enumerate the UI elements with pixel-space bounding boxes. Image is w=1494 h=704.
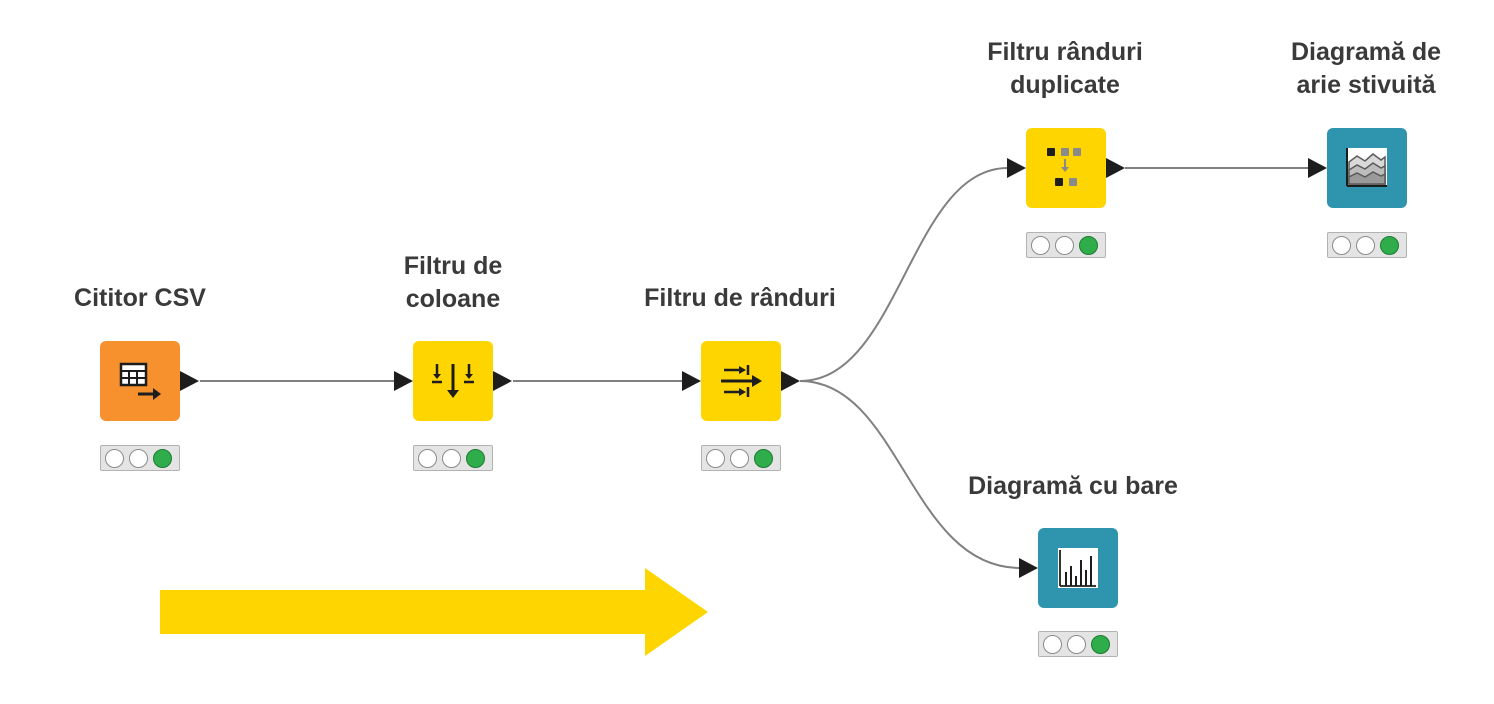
status-traffic-light [1026,232,1106,258]
node-csv-reader[interactable] [100,341,199,421]
connection-row-filter-to-duplicate-row-filter[interactable] [799,167,1009,382]
node-bar-chart[interactable] [1019,528,1118,608]
node-label-row-filter: Filtru de rânduri [644,284,836,312]
connection-row-filter-to-bar-chart[interactable] [799,380,1021,569]
status-dot-executed [1079,236,1098,255]
status-dot-executed [1091,635,1110,654]
status-traffic-light [413,445,493,471]
node-label-column-filter: Filtru de coloane [403,252,503,313]
status-dot-idle [1055,236,1074,255]
area-chart-icon [1346,148,1387,187]
status-dot-idle [706,449,725,468]
output-port[interactable] [781,371,800,391]
duplicate-filter-icon [1047,148,1081,186]
table-reader-icon [119,362,161,400]
flow-direction-arrow [160,568,708,656]
output-port[interactable] [180,371,199,391]
status-dot-idle [1043,635,1062,654]
input-port[interactable] [1308,158,1327,178]
status-dot-idle [442,449,461,468]
row-filter-icon [721,365,762,397]
node-column-filter[interactable] [394,341,512,421]
input-port[interactable] [394,371,413,391]
status-dot-executed [153,449,172,468]
input-port[interactable] [682,371,701,391]
status-traffic-light [100,445,180,471]
input-port[interactable] [1019,558,1038,578]
status-dot-idle [1031,236,1050,255]
node-stacked-area-chart[interactable] [1308,128,1407,208]
node-label-bar-chart: Diagramă cu bare [968,472,1178,500]
column-filter-icon [432,364,474,398]
node-label-stacked-area-chart: Diagramă de arie stivuită [1290,38,1442,99]
status-dot-idle [418,449,437,468]
node-row-filter[interactable] [682,341,800,421]
status-traffic-light [1038,631,1118,657]
bar-chart-icon [1058,548,1098,588]
status-traffic-light [701,445,781,471]
output-port[interactable] [1106,158,1125,178]
status-dot-idle [730,449,749,468]
status-traffic-light [1327,232,1407,258]
status-dot-idle [1067,635,1086,654]
node-label-duplicate-row-filter: Filtru rânduri duplicate [987,38,1143,99]
status-dot-executed [466,449,485,468]
node-label-csv-reader: Cititor CSV [74,284,206,312]
status-dot-executed [1380,236,1399,255]
status-dot-idle [105,449,124,468]
output-port[interactable] [493,371,512,391]
status-dot-idle [1332,236,1351,255]
status-dot-idle [129,449,148,468]
node-duplicate-row-filter[interactable] [1007,128,1125,208]
status-dot-idle [1356,236,1375,255]
input-port[interactable] [1007,158,1026,178]
status-dot-executed [754,449,773,468]
